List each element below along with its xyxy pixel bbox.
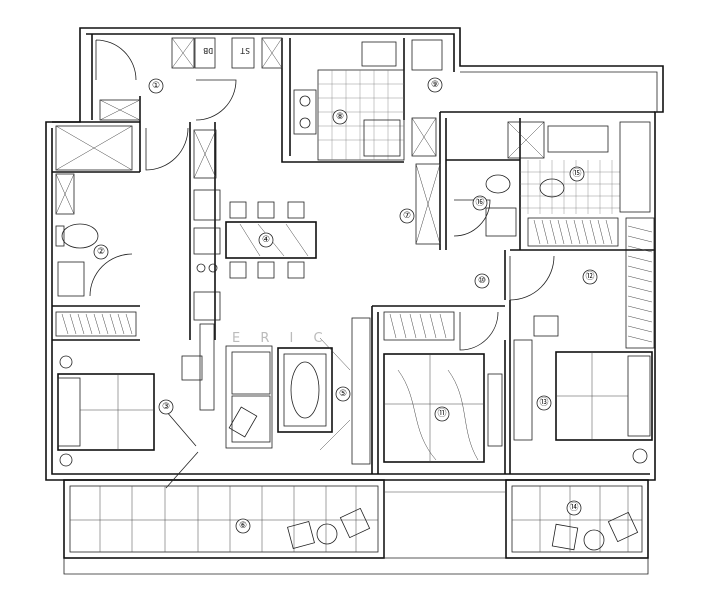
svg-text:⑦: ⑦ <box>403 211 411 221</box>
svg-text:⑪: ⑪ <box>437 408 446 419</box>
interior-walls <box>52 34 655 474</box>
bed-11 <box>383 353 503 463</box>
cabinet-mark-db: DB <box>203 46 213 55</box>
cabinets <box>55 37 545 245</box>
balcony-rail <box>63 558 649 575</box>
room-label-2: ② <box>93 244 109 260</box>
dining-table <box>225 201 317 279</box>
svg-text:⑯: ⑯ <box>475 197 484 208</box>
kitchen-tile-floor <box>293 39 443 161</box>
room-label-9: ⑨ <box>427 77 443 93</box>
room-label-14: ⑭ <box>566 500 582 516</box>
room-label-10: ⑩ <box>474 273 490 289</box>
room-label-4: ④ <box>258 232 274 248</box>
room-label-15: ⑮ <box>569 166 585 182</box>
door-swings <box>95 39 555 351</box>
balcony-6 <box>63 479 385 559</box>
outer-walls <box>45 27 664 481</box>
svg-text:④: ④ <box>262 235 270 245</box>
balcony-furniture <box>287 507 639 551</box>
bed-3 <box>57 355 203 489</box>
room-label-16: ⑯ <box>472 195 488 211</box>
balcony-14 <box>505 479 649 559</box>
svg-text:⑬: ⑬ <box>539 397 548 408</box>
room-label-11: ⑪ <box>434 406 450 422</box>
room-label-7: ⑦ <box>399 208 415 224</box>
room-labels: ① ② ③ ④ ⑤ ⑥ ⑦ ⑧ ⑨ ⑩ ⑪ ⑫ ⑬ ⑭ ⑮ ⑯ <box>93 77 598 534</box>
svg-text:⑮: ⑮ <box>572 168 581 179</box>
svg-text:⑧: ⑧ <box>336 112 344 122</box>
svg-text:①: ① <box>152 81 160 91</box>
bath-2-fixtures <box>55 223 133 297</box>
bed-13 <box>513 315 653 464</box>
svg-text:⑭: ⑭ <box>569 502 578 513</box>
room-label-6: ⑥ <box>235 518 251 534</box>
room-label-3: ③ <box>158 399 174 415</box>
svg-text:③: ③ <box>162 402 170 412</box>
svg-text:⑫: ⑫ <box>585 271 594 282</box>
room-label-5: ⑤ <box>335 386 351 402</box>
bath-tile-floor <box>485 121 651 237</box>
balcony-middle <box>383 480 506 559</box>
kitchen-counter <box>193 189 221 411</box>
room-label-1: ① <box>148 78 164 94</box>
svg-text:⑥: ⑥ <box>239 521 247 531</box>
watermark: E R I C <box>232 331 331 346</box>
cabinet-mark-st: ST <box>240 46 250 55</box>
room-label-13: ⑬ <box>536 395 552 411</box>
svg-text:⑤: ⑤ <box>339 389 347 399</box>
wardrobe-hatching <box>55 217 655 349</box>
room-label-8: ⑧ <box>332 109 348 125</box>
svg-text:⑩: ⑩ <box>478 276 486 286</box>
room-label-12: ⑫ <box>582 269 598 285</box>
svg-text:②: ② <box>97 247 105 257</box>
living-furniture <box>225 317 371 465</box>
svg-text:⑨: ⑨ <box>431 80 439 90</box>
